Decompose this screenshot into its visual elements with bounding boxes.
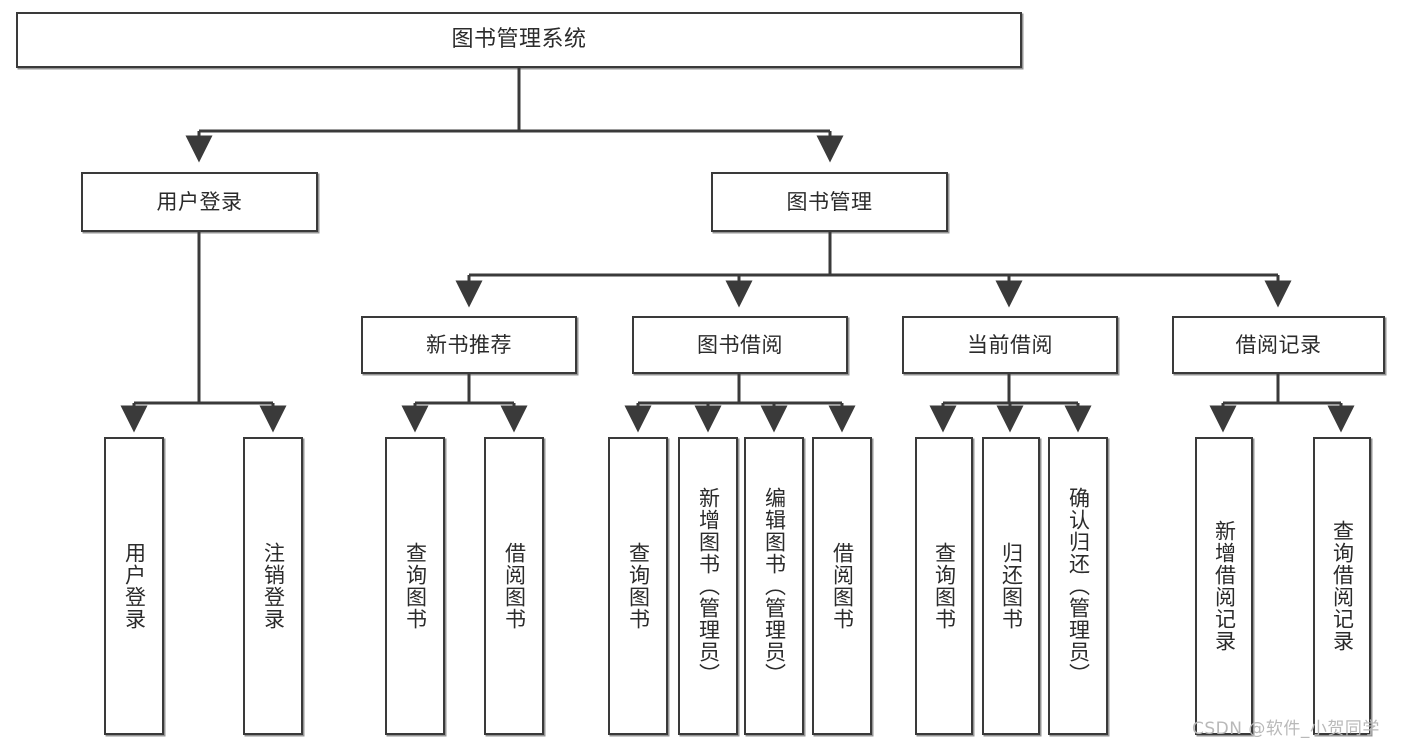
- node-label: 新增借阅记录: [1212, 520, 1237, 652]
- node-user-login[interactable]: 用户登录: [81, 172, 318, 232]
- node-label: 查询图书: [403, 542, 428, 630]
- node-label: 借阅图书: [830, 542, 855, 630]
- node-label: 新增图书（管理员）: [696, 487, 721, 685]
- node-label: 用户登录: [156, 189, 243, 214]
- node-new-book-recommend[interactable]: 新书推荐: [361, 316, 577, 374]
- node-label: 借阅记录: [1235, 332, 1322, 357]
- leaf-edit-book-admin[interactable]: 编辑图书（管理员）: [744, 437, 804, 735]
- node-label: 图书借阅: [697, 332, 783, 357]
- node-label: 借阅图书: [502, 542, 527, 630]
- node-label: 用户登录: [122, 542, 147, 630]
- leaf-user-logout[interactable]: 注销登录: [243, 437, 303, 735]
- node-book-borrow[interactable]: 图书借阅: [632, 316, 848, 374]
- node-label: 图书管理: [786, 189, 873, 214]
- node-label: 新书推荐: [426, 332, 512, 357]
- node-label: 注销登录: [261, 542, 286, 630]
- leaf-borrow-books-recommend[interactable]: 借阅图书: [484, 437, 544, 735]
- leaf-query-books-current[interactable]: 查询图书: [915, 437, 973, 735]
- node-label: 查询借阅记录: [1330, 520, 1355, 652]
- csdn-watermark: CSDN @软件_小贺同学: [1192, 719, 1380, 739]
- leaf-confirm-return-admin[interactable]: 确认归还（管理员）: [1048, 437, 1108, 735]
- leaf-query-borrow-record[interactable]: 查询借阅记录: [1313, 437, 1371, 735]
- node-label: 图书管理系统: [451, 27, 587, 53]
- node-label: 当前借阅: [967, 332, 1053, 357]
- node-label: 查询图书: [626, 542, 651, 630]
- leaf-add-book-admin[interactable]: 新增图书（管理员）: [678, 437, 738, 735]
- leaf-query-books-borrow[interactable]: 查询图书: [608, 437, 668, 735]
- node-label: 归还图书: [999, 542, 1024, 630]
- leaf-query-books-recommend[interactable]: 查询图书: [385, 437, 445, 735]
- leaf-return-books[interactable]: 归还图书: [982, 437, 1040, 735]
- node-current-borrow[interactable]: 当前借阅: [902, 316, 1118, 374]
- node-label: 编辑图书（管理员）: [762, 487, 787, 685]
- leaf-borrow-books[interactable]: 借阅图书: [812, 437, 872, 735]
- node-label: 查询图书: [932, 542, 957, 630]
- node-label: 确认归还（管理员）: [1066, 487, 1091, 685]
- leaf-user-login[interactable]: 用户登录: [104, 437, 164, 735]
- node-book-management[interactable]: 图书管理: [711, 172, 948, 232]
- node-borrow-records[interactable]: 借阅记录: [1172, 316, 1385, 374]
- node-root-book-management-system[interactable]: 图书管理系统: [16, 12, 1022, 68]
- leaf-add-borrow-record[interactable]: 新增借阅记录: [1195, 437, 1253, 735]
